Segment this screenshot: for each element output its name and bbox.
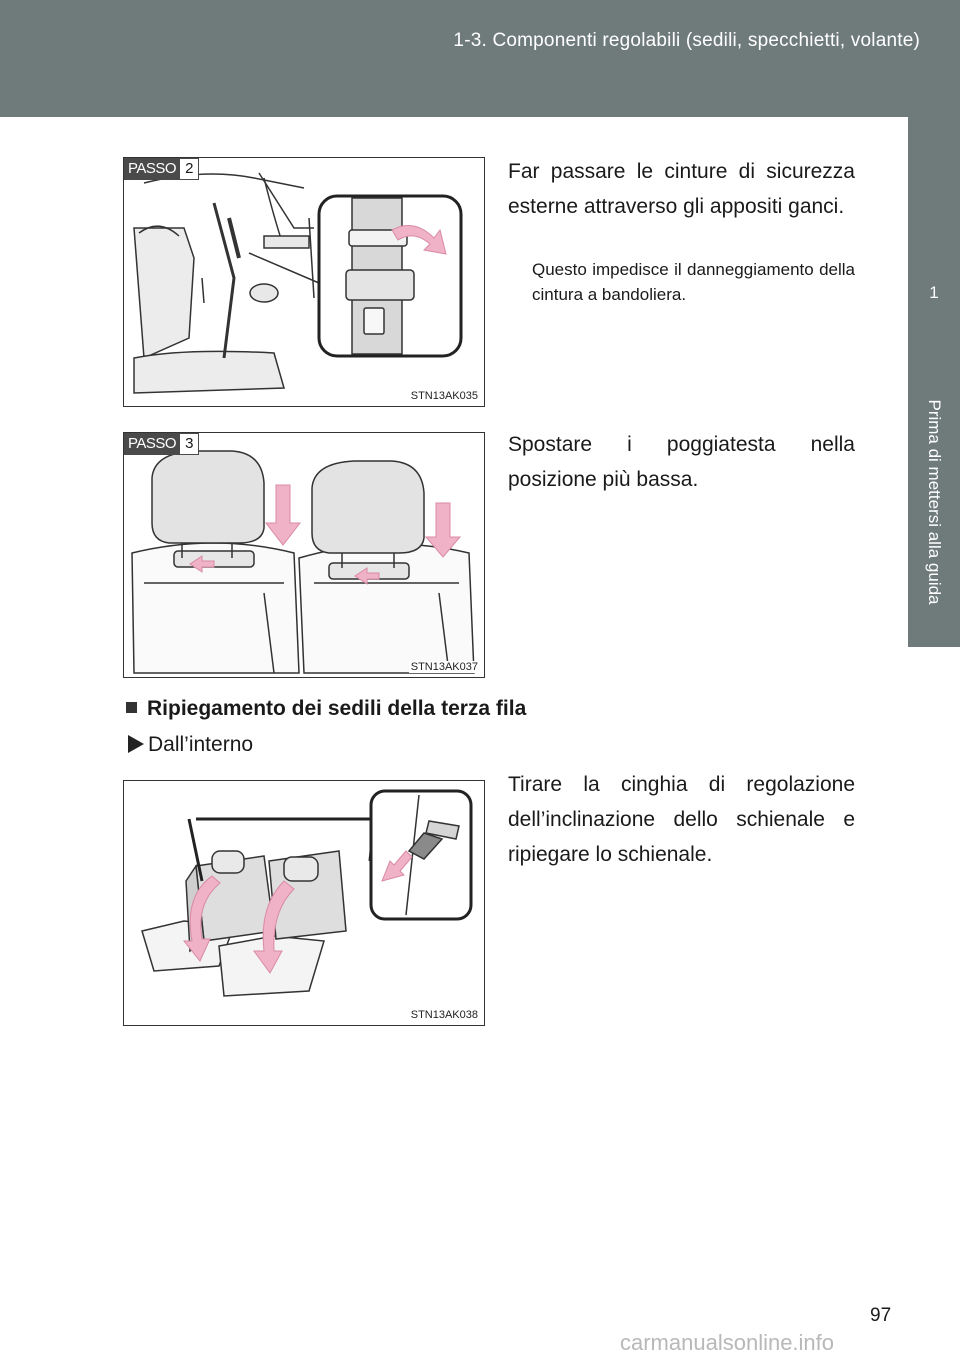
step-badge-number: 3 bbox=[179, 433, 200, 455]
section-heading: Ripiegamento dei sedili della terza fila bbox=[126, 697, 526, 721]
side-strip bbox=[908, 357, 960, 647]
side-tab bbox=[908, 117, 960, 357]
step-badge-label: PASSO bbox=[124, 158, 180, 180]
chapter-title: 1-3. Componenti regolabili (sedili, spec… bbox=[453, 30, 920, 51]
step-badge: PASSO 3 bbox=[124, 433, 200, 455]
figure-code: STN13AK035 bbox=[408, 390, 478, 402]
side-tab-label: Prima di mettersi alla guida bbox=[925, 399, 944, 605]
section-text: Tirare la cinghia di regolazione dell’in… bbox=[508, 773, 855, 866]
figure-step-3: PASSO 3 STN13AK037 bbox=[123, 432, 485, 678]
section-title: Ripiegamento dei sedili della terza fila bbox=[147, 697, 527, 720]
figure-code: STN13AK038 bbox=[408, 1009, 478, 1021]
step-2-text: Far passare le cinture di sicurezza este… bbox=[508, 160, 855, 218]
headrest-illustration bbox=[131, 450, 475, 674]
subsection-title: Dall’interno bbox=[148, 733, 254, 756]
folding-seats-illustration bbox=[141, 789, 473, 997]
page-number: 97 bbox=[870, 1305, 892, 1326]
step-badge-label: PASSO bbox=[124, 433, 180, 455]
side-tab-number: 1 bbox=[929, 283, 939, 302]
page-header: 1-3. Componenti regolabili (sedili, spec… bbox=[0, 0, 960, 117]
step-3-text: Spostare i poggiatesta nella posizione p… bbox=[508, 433, 855, 491]
square-bullet-icon bbox=[126, 702, 137, 713]
step-2-note: Questo impedisce il danneggiamento della… bbox=[532, 260, 855, 304]
step-badge-number: 2 bbox=[179, 158, 200, 180]
figure-code: STN13AK037 bbox=[408, 661, 478, 673]
seatbelt-illustration bbox=[133, 172, 463, 394]
watermark: carmanualsonline.info bbox=[620, 1330, 835, 1355]
triangle-bullet-icon bbox=[128, 735, 144, 753]
step-badge: PASSO 2 bbox=[124, 158, 200, 180]
figure-third-row-seats: STN13AK038 bbox=[123, 780, 485, 1026]
subsection-heading: Dall’interno bbox=[128, 733, 253, 757]
figure-step-2: PASSO 2 STN13AK035 bbox=[123, 157, 485, 407]
